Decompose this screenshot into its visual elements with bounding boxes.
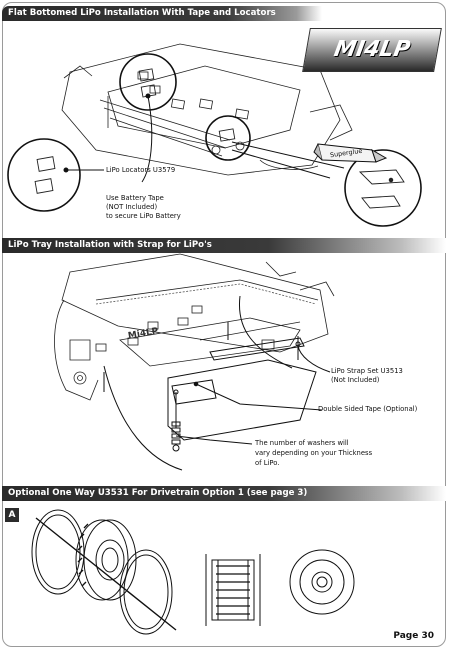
page-frame [2, 2, 446, 647]
label-washers-1: The number of washers will [255, 439, 349, 447]
label-washers-2: vary depending on your Thickness [255, 449, 373, 457]
label-washers-3: of LiPo. [255, 459, 280, 467]
label-strap-set-1: LiPo Strap Set U3513 [331, 367, 403, 375]
lipo-tray [103, 322, 317, 452]
chassis-illustration-middle [54, 253, 335, 401]
superglue-tube [313, 143, 388, 163]
leaders-middle [103, 295, 331, 471]
label-battery-tape-3: to secure LiPo Battery [106, 212, 181, 220]
page-number: Page 30 [393, 631, 434, 641]
section-title-lipo-tray: LiPo Tray Installation with Strap for Li… [2, 238, 446, 253]
zoom-circles-top [7, 53, 422, 227]
section-title-one-way: Optional One Way U3531 For Drivetrain Op… [2, 486, 446, 501]
one-way-parts [31, 509, 355, 635]
label-double-sided-tape: Double Sided Tape (Optional) [318, 405, 418, 413]
section-title-flat-bottomed: Flat Bottomed LiPo Installation With Tap… [2, 6, 322, 21]
label-battery-tape-1: Use Battery Tape [106, 194, 164, 202]
leaders-top [63, 93, 345, 183]
label-strap-set-2: (Not Included) [331, 376, 380, 384]
label-lipo-locators: LiPo Locators U3579 [106, 166, 176, 174]
pulley-teeth [77, 523, 250, 615]
label-battery-tape-2: (NOT Included) [106, 203, 158, 211]
mi4lp-logo: MI4LP [302, 28, 442, 72]
step-badge-a: A [5, 508, 19, 522]
